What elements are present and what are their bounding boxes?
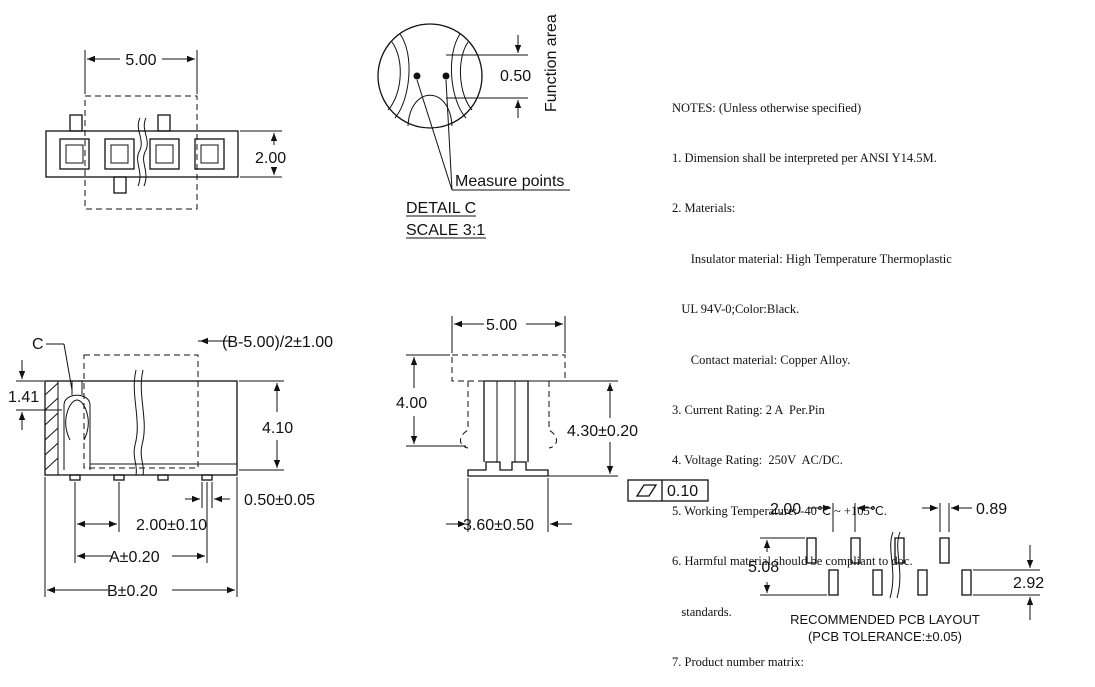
top-width-dim: 5.00 <box>125 52 156 69</box>
note-line: 1. Dimension shall be interpreted per AN… <box>672 150 937 165</box>
pcb-row-spacing-dim: 5.08 <box>748 559 779 576</box>
pcb-pads <box>806 537 972 596</box>
detail-callout: C <box>32 336 44 353</box>
note-line: 6. Harmful material should be compliant … <box>672 554 913 569</box>
pitch-dim: 2.00±0.10 <box>136 517 207 534</box>
contact-squares <box>59 138 225 170</box>
top-view: 5.00 2.00 <box>45 50 286 210</box>
a-dim: A±0.20 <box>109 549 160 566</box>
height-430-dim: 4.30±0.20 <box>567 423 638 440</box>
lead-width-dim: 0.50±0.05 <box>244 492 315 509</box>
function-area-label: Function area <box>543 14 560 112</box>
detail-pitch-dim: 0.50 <box>500 68 531 85</box>
front-view: C (B-5.00)/2±1.00 1.41 4.10 0.50±0.05 2.… <box>8 334 333 600</box>
lead-span-dim: 3.60±0.50 <box>463 517 534 534</box>
side-view: 5.00 4.00 4.30±0.20 0.10 3.60±0.50 <box>396 316 709 534</box>
height-400-dim: 4.00 <box>396 395 427 412</box>
pcb-pad-width-dim: 0.89 <box>976 501 1007 518</box>
offset-dim: (B-5.00)/2±1.00 <box>222 334 333 351</box>
note-line: Insulator material: High Temperature The… <box>672 251 952 266</box>
detail-scale: SCALE 3:1 <box>406 222 485 239</box>
notes-block: NOTES: (Unless otherwise specified) 1. D… <box>672 66 952 687</box>
flatness-value: 0.10 <box>667 483 698 500</box>
pcb-tolerance: (PCB TOLERANCE:±0.05) <box>808 629 962 644</box>
detail-c-view: 0.50 Function area Measure points DETAIL… <box>377 14 570 239</box>
side-width-dim: 5.00 <box>486 317 517 334</box>
pcb-pad-length-dim: 2.92 <box>1013 575 1044 592</box>
detail-title: DETAIL C <box>406 200 476 217</box>
pcb-pitch-dim: 2.00 <box>770 501 801 518</box>
measure-points-label: Measure points <box>455 173 564 190</box>
note-line: 2. Materials: <box>672 201 736 216</box>
pcb-layout-title: RECOMMENDED PCB LAYOUT <box>790 612 980 627</box>
top-height-dim: 2.00 <box>255 150 286 167</box>
height-410-dim: 4.10 <box>262 420 293 437</box>
height-141-dim: 1.41 <box>8 389 39 406</box>
b-dim: B±0.20 <box>107 583 158 600</box>
pcb-layout: 2.00 0.89 5.08 2.92 RECOMMENDED PCB LAYO… <box>748 501 1044 644</box>
note-line: 4. Voltage Rating: 250V AC/DC. <box>672 453 843 468</box>
note-line: UL 94V-0;Color:Black. <box>672 302 800 317</box>
notes-header: NOTES: (Unless otherwise specified) <box>672 100 862 115</box>
note-line: 3. Current Rating: 2 A Per.Pin <box>672 402 825 417</box>
note-line: 5. Working Temperature: -40℃ ~ +105℃. <box>672 503 887 518</box>
hatched-wall <box>44 381 59 475</box>
note-line: 7. Product number matrix: <box>672 654 804 669</box>
flatness-frame: 0.10 <box>627 479 709 502</box>
note-line: Contact material: Copper Alloy. <box>672 352 851 367</box>
note-line: standards. <box>672 604 732 619</box>
